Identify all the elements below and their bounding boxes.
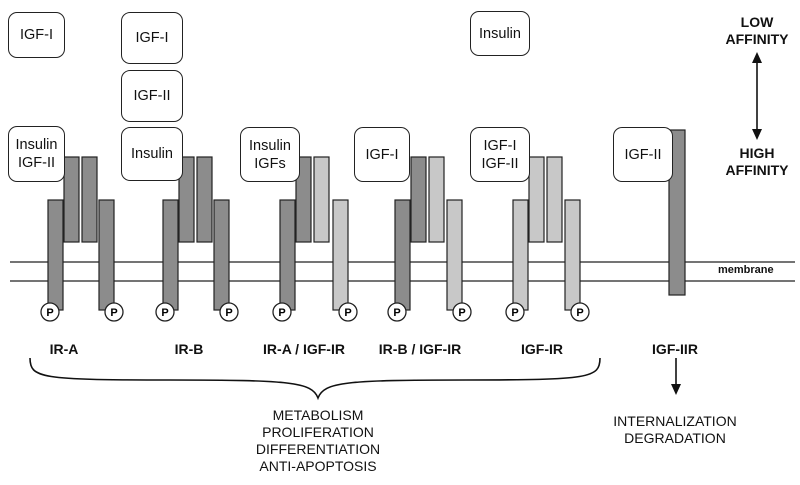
high-affinity-line2: AFFINITY — [725, 162, 789, 178]
phospho-circle — [505, 302, 525, 322]
high-affinity-line1: HIGH — [739, 145, 775, 161]
signaling-outcomes: METABOLISM PROLIFERATION DIFFERENTIATION… — [218, 407, 418, 475]
ir-b-igf-ir-alpha-right — [428, 156, 445, 243]
ligand-insulin-col2-high: Insulin — [121, 127, 183, 181]
ir-b-igf-ir-phospho-left: P — [387, 302, 407, 322]
phospho-circle — [219, 302, 239, 322]
phospho-circle — [272, 302, 292, 322]
ligand-insulin-igfs-col3-high: Insulin IGFs — [240, 127, 300, 182]
outcome-degradation: DEGRADATION — [624, 430, 726, 446]
outcome-proliferation: PROLIFERATION — [262, 424, 374, 440]
ir-b-beta-right — [213, 199, 230, 311]
phospho-label: P — [344, 307, 351, 319]
outcome-differentiation: DIFFERENTIATION — [255, 441, 381, 457]
phospho-circle — [338, 302, 358, 322]
igf-ir-alpha-right — [546, 156, 563, 243]
phospho-circle — [40, 302, 60, 322]
phospho-label: P — [161, 307, 168, 319]
phospho-circle — [155, 302, 175, 322]
receptor-label-ir-a-igf-ir: IR-A / IGF-IR — [263, 341, 345, 357]
ir-a-igf-ir-phospho-left: P — [272, 302, 292, 322]
ir-b-alpha-right — [196, 156, 213, 243]
degradation-arrow-head — [671, 384, 681, 395]
ir-a-beta-right — [98, 199, 115, 311]
ligand-igf1-col4-high: IGF-I — [354, 127, 410, 182]
membrane-label: membrane — [718, 264, 774, 276]
outcome-anti-apoptosis: ANTI-APOPTOSIS — [259, 458, 377, 474]
ligand-igf1-col2-low: IGF-I — [121, 12, 183, 64]
phospho-label: P — [511, 307, 518, 319]
phospho-label: P — [393, 307, 400, 319]
affinity-arrow-up-head — [752, 52, 762, 63]
ir-a-alpha-left — [63, 156, 80, 243]
low-affinity-line1: LOW — [740, 14, 774, 30]
receptor-label-ir-a: IR-A — [49, 341, 79, 357]
igf-ir-phospho-right: P — [570, 302, 590, 322]
phospho-label: P — [278, 307, 285, 319]
igf-iir-chain — [668, 129, 686, 296]
ir-b-phospho-right: P — [219, 302, 239, 322]
phospho-label: P — [225, 307, 232, 319]
ligand-insulin-igf2-col1-high: Insulin IGF-II — [8, 126, 65, 182]
high-affinity-label: HIGH AFFINITY — [712, 145, 800, 179]
signaling-brace — [29, 357, 601, 401]
igf-ir-alpha-left — [528, 156, 545, 243]
ir-b-phospho-left: P — [155, 302, 175, 322]
ir-b-beta-left — [162, 199, 179, 311]
ir-a-igf-ir-alpha-right — [313, 156, 330, 243]
ligand-igf2-col2-mid: IGF-II — [121, 70, 183, 122]
ligand-igf1-col1-low: IGF-I — [8, 12, 65, 58]
igf-ir-beta-right — [564, 199, 581, 311]
outcome-internalization: INTERNALIZATION — [613, 413, 737, 429]
ligand-igf1-igf2-col5-high: IGF-I IGF-II — [470, 127, 530, 182]
receptor-label-igf-ir: IGF-IR — [521, 341, 563, 357]
phospho-circle — [570, 302, 590, 322]
phospho-circle — [387, 302, 407, 322]
receptor-label-ir-b-igf-ir: IR-B / IGF-IR — [378, 341, 462, 357]
igf2r-outcomes: INTERNALIZATION DEGRADATION — [590, 413, 760, 447]
ligand-igf2-col6-high: IGF-II — [613, 127, 673, 182]
ir-a-phospho-left: P — [40, 302, 60, 322]
outcome-metabolism: METABOLISM — [272, 407, 364, 423]
ir-b-alpha-left — [178, 156, 195, 243]
phospho-label: P — [46, 307, 53, 319]
phospho-circle — [104, 302, 124, 322]
ir-a-igf-ir-beta-right — [332, 199, 349, 311]
low-affinity-line2: AFFINITY — [725, 31, 789, 47]
ir-b-igf-ir-phospho-right: P — [452, 302, 472, 322]
receptor-label-igf-iir: IGF-IIR — [652, 341, 698, 357]
receptor-label-ir-b: IR-B — [174, 341, 204, 357]
ir-b-igf-ir-alpha-left — [410, 156, 427, 243]
ir-a-igf-ir-phospho-right: P — [338, 302, 358, 322]
phospho-label: P — [110, 307, 117, 319]
affinity-arrow-down-head — [752, 129, 762, 140]
ir-a-phospho-right: P — [104, 302, 124, 322]
ligand-insulin-col5-low: Insulin — [470, 11, 530, 56]
ir-b-igf-ir-beta-left — [394, 199, 411, 311]
phospho-label: P — [458, 307, 465, 319]
phospho-label: P — [576, 307, 583, 319]
ir-a-alpha-right — [81, 156, 98, 243]
ir-b-igf-ir-beta-right — [446, 199, 463, 311]
ir-a-beta-left — [47, 199, 64, 311]
igf-ir-phospho-left: P — [505, 302, 525, 322]
igf-ir-beta-left — [512, 199, 529, 311]
ir-a-igf-ir-alpha-left — [295, 156, 312, 243]
phospho-circle — [452, 302, 472, 322]
low-affinity-label: LOW AFFINITY — [712, 14, 800, 48]
ir-a-igf-ir-beta-left — [279, 199, 296, 311]
